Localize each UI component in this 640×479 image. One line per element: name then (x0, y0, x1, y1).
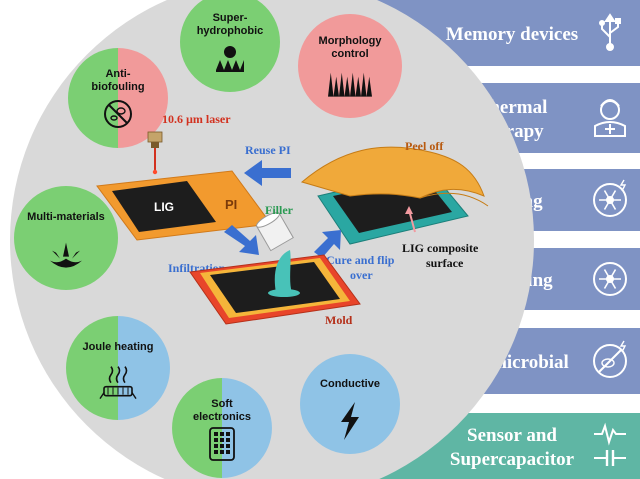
property-label: Anti- (105, 68, 130, 80)
property-antibiofouling: Anti-biofouling (68, 48, 168, 148)
application-label: Memory devices (446, 24, 578, 45)
properties-ring: Super-hydrophobicMorphologycontrolAnti-b… (14, 0, 402, 478)
property-label: control (331, 48, 368, 60)
process-illustration: 10.6 µm laser LIG PI Reuse PI Peel off (96, 112, 489, 327)
property-circle (300, 354, 400, 454)
filler-label: Filler (265, 203, 294, 217)
property-circle-right (118, 48, 168, 148)
pi-label: PI (225, 197, 237, 212)
property-conductive: Conductive (300, 354, 400, 454)
cure-arrow: Cure and flip over (314, 230, 395, 282)
usb-icon (599, 13, 621, 51)
composite-label-1: LIG composite (402, 241, 479, 255)
cure-label-1: Cure and flip (326, 253, 395, 267)
reuse-label: Reuse PI (245, 143, 291, 157)
mold-label: Mold (325, 313, 353, 327)
application-label: Sensor and (467, 425, 557, 446)
property-label: Soft (211, 398, 233, 410)
laser-label: 10.6 µm laser (162, 112, 231, 126)
no-microbe-icon (593, 340, 627, 378)
property-label: Super- (213, 12, 248, 24)
composite-label-2: surface (426, 256, 464, 270)
property-circle-left (66, 316, 118, 420)
property-label: Morphology (319, 35, 383, 47)
lig-label: LIG (154, 200, 174, 214)
property-circle (180, 0, 280, 92)
snowflake-melt-icon (593, 179, 627, 217)
property-jouleheating: Joule heating (66, 316, 170, 420)
doctor-icon (594, 99, 626, 137)
property-label: hydrophobic (197, 25, 264, 37)
property-label: biofouling (91, 81, 144, 93)
tablet-icon (209, 427, 235, 461)
sensor-capacitor-icon (594, 422, 626, 466)
pi-sheet: LIG PI (96, 170, 272, 241)
heater-icon (99, 366, 137, 400)
no-bacteria-icon (104, 100, 132, 128)
property-circle (298, 14, 402, 118)
property-multimaterials: Multi-materials (14, 186, 118, 290)
property-label: Multi-materials (27, 211, 105, 223)
application-label: Supercapacitor (450, 449, 575, 470)
property-label: Joule heating (83, 341, 154, 353)
property-circle-left (68, 48, 118, 148)
spikes-icon (328, 72, 372, 97)
property-circle-right (118, 316, 170, 420)
peel-label: Peel off (405, 139, 444, 153)
property-superhydrophobic: Super-hydrophobic (180, 0, 280, 92)
droplet-icon (216, 46, 244, 72)
property-label: electronics (193, 411, 251, 423)
lightning-icon (341, 402, 359, 440)
snowflake-icon (593, 262, 627, 296)
splash-icon (50, 242, 82, 268)
property-circle (14, 186, 118, 290)
reuse-arrow: Reuse PI (244, 143, 291, 186)
composite-peel: Peel off LIG composite surface (300, 139, 489, 270)
laser: 10.6 µm laser (147, 112, 231, 175)
cure-label-2: over (350, 268, 373, 282)
mold: Mold (189, 254, 361, 327)
property-label: Conductive (320, 378, 380, 390)
filler-cup: Filler (256, 203, 300, 297)
